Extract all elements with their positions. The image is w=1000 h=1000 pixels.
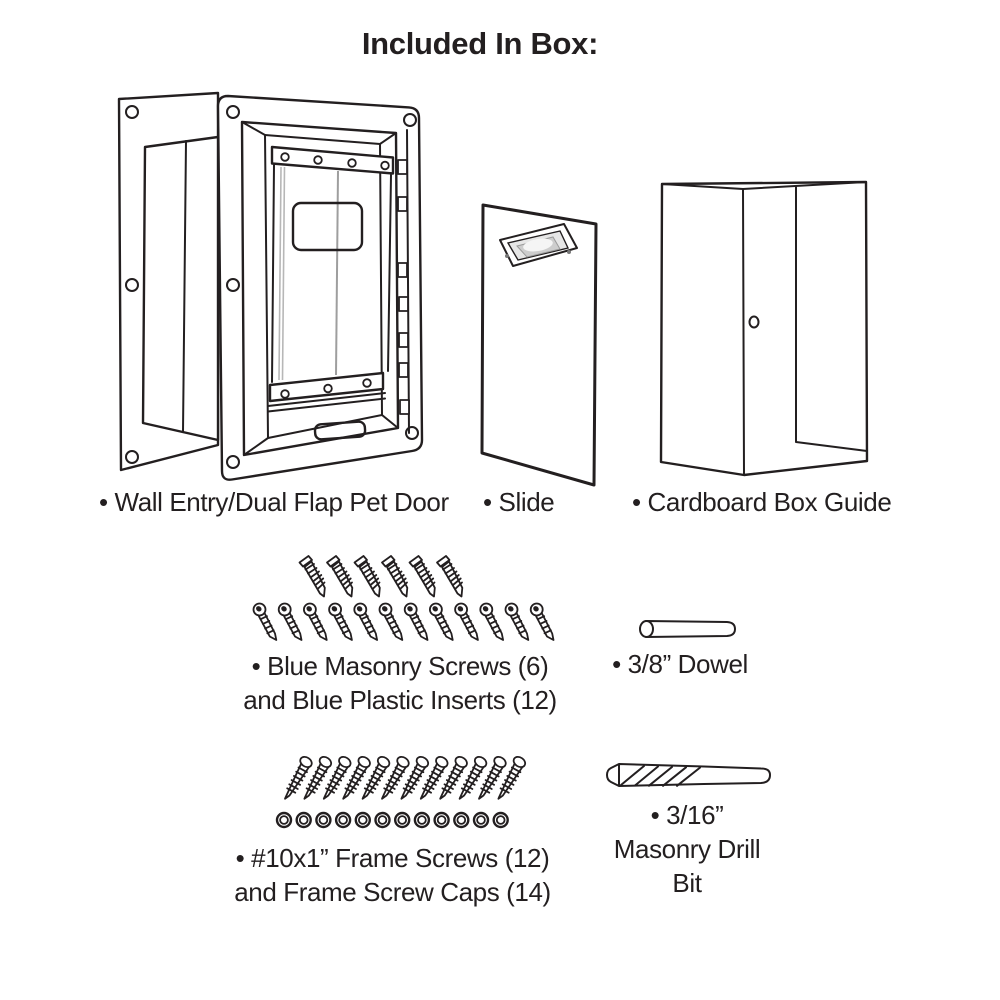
insert-icon — [403, 602, 429, 641]
cap-icon — [374, 811, 391, 829]
masonry-screw-icon — [298, 555, 326, 598]
screw-caps-label: and Frame Screw Caps (14) — [234, 877, 551, 907]
slide-handle — [499, 223, 578, 267]
cap-icon — [315, 811, 332, 829]
box-hole — [748, 315, 760, 329]
flap-top-bar — [270, 145, 395, 175]
dowel-drawing — [639, 620, 736, 638]
plastic-inserts-row — [252, 602, 555, 641]
cap-icon — [354, 811, 371, 829]
frame-screws-label: • #10x1” Frame Screws (12) — [235, 843, 550, 873]
insert-icon — [479, 602, 505, 641]
page-title: Included In Box: — [361, 26, 599, 61]
insert-icon — [328, 602, 353, 641]
cap-icon — [394, 811, 411, 829]
flap-window — [291, 201, 364, 252]
drill-bit-drawing — [606, 763, 771, 787]
cap-icon — [453, 811, 470, 829]
frame-hardware-label: • #10x1” Frame Screws (12) and Frame Scr… — [215, 841, 570, 909]
cap-icon — [334, 811, 352, 829]
pet-door-drawing — [117, 91, 424, 481]
wall-tunnel — [141, 135, 220, 442]
insert-icon — [378, 602, 404, 641]
cap-icon — [472, 811, 490, 829]
cap-icon — [492, 811, 509, 829]
dowel-label: • 3/8” Dowel — [612, 649, 748, 679]
frame-screws-row — [284, 753, 529, 800]
masonry-screw-icon — [436, 555, 464, 598]
masonry-screw-icon — [381, 555, 409, 598]
box-guide-drawing — [659, 180, 869, 477]
slide-panel — [480, 203, 598, 487]
masonry-screw-icon — [408, 555, 436, 598]
cap-icon — [275, 811, 293, 829]
insert-icon — [504, 602, 530, 641]
flap-assembly — [267, 145, 395, 413]
cap-icon — [433, 811, 450, 829]
insert-icon — [454, 602, 479, 641]
screw-caps-row — [275, 811, 509, 829]
insert-icon — [277, 602, 303, 641]
drill-bit-name-label: Masonry Drill Bit — [613, 834, 761, 898]
pet-door-label: • Wall Entry/Dual Flap Pet Door — [99, 487, 449, 517]
masonry-screw-icon — [326, 555, 354, 598]
plastic-inserts-label: and Blue Plastic Inserts (12) — [243, 685, 557, 715]
handle-slot — [313, 420, 367, 441]
insert-icon — [428, 602, 454, 641]
insert-icon — [529, 602, 555, 641]
drill-bit-size-label: • 3/16” — [650, 800, 724, 830]
cap-icon — [295, 811, 312, 829]
insert-icon — [353, 602, 379, 641]
masonry-screws-label: • Blue Masonry Screws (6) — [251, 651, 549, 681]
insert-icon — [302, 602, 328, 641]
slide-drawing — [480, 203, 598, 487]
slide-lock-notches — [397, 129, 410, 434]
slide-label: • Slide — [483, 487, 555, 517]
masonry-screw-icon — [353, 555, 381, 598]
insert-icon — [252, 602, 278, 641]
drill-bit-label: • 3/16” Masonry Drill Bit — [597, 798, 777, 900]
box-guide-label: • Cardboard Box Guide — [632, 487, 892, 517]
cap-icon — [413, 811, 431, 829]
masonry-hardware-label: • Blue Masonry Screws (6) and Blue Plast… — [225, 649, 575, 717]
